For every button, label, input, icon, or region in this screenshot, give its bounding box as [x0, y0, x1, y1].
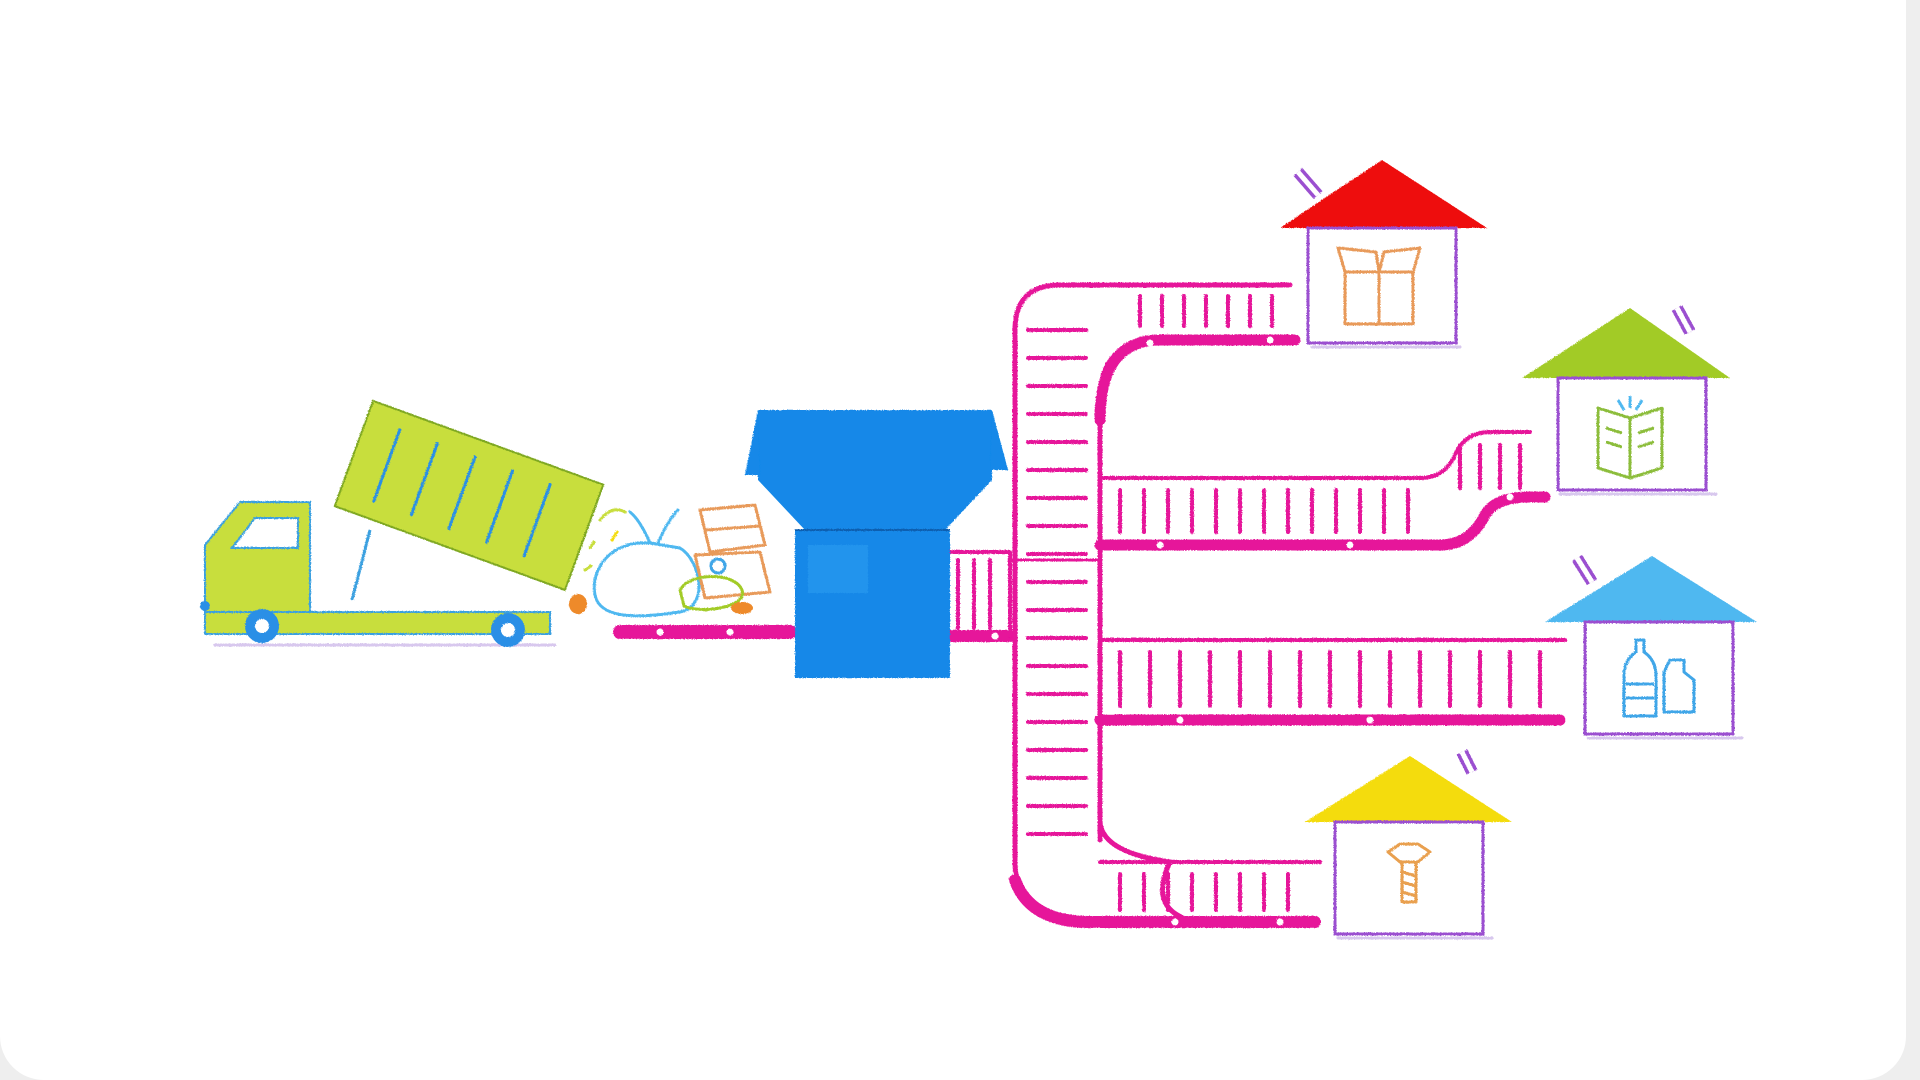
- truck-wheel-front: [245, 609, 279, 643]
- dump-truck: [200, 399, 605, 647]
- bolt-icon: [1386, 842, 1432, 904]
- waste-pile: [569, 503, 772, 618]
- truck-window: [229, 517, 299, 549]
- bin-plastic: [1545, 554, 1757, 736]
- cardboard-scrap: [698, 503, 767, 554]
- outer-rail: [1012, 282, 1313, 925]
- roof-red: [1280, 160, 1487, 228]
- inner-rail: [1097, 337, 1293, 928]
- bin-cardboard: [1280, 160, 1487, 345]
- bin-paper-walls: [1556, 376, 1708, 492]
- truck-dump-bed: [333, 399, 605, 592]
- truck-chassis: [204, 611, 551, 635]
- bin-plastic-walls: [1583, 620, 1735, 736]
- bottle-icon: [1622, 638, 1696, 718]
- bin-metal-walls: [1333, 820, 1485, 936]
- green-bottle: [678, 575, 744, 611]
- bin-paper: [1522, 305, 1730, 492]
- roof-green: [1522, 308, 1730, 378]
- bin-metal: [1305, 749, 1512, 936]
- belt-rollers: [656, 336, 1514, 926]
- box-icon: [1336, 246, 1422, 326]
- sorting-machine: [745, 410, 1008, 678]
- bin-cardboard-walls: [1306, 226, 1458, 345]
- roof-blue: [1545, 556, 1757, 622]
- book-icon: [1596, 396, 1664, 480]
- trash-bag: [592, 541, 701, 618]
- roof-yellow: [1305, 756, 1512, 822]
- truck-wheel-rear: [491, 613, 525, 647]
- hopper-funnel: [758, 410, 992, 530]
